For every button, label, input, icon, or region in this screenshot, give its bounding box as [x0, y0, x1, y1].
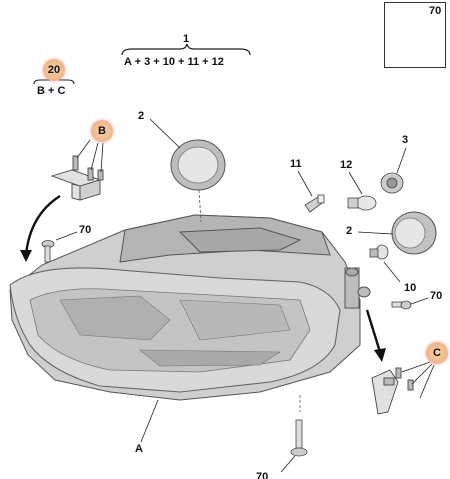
- badge-c-text: C: [433, 347, 441, 359]
- badge-b-text: B: [98, 125, 106, 137]
- bracket-b-drawing: [50, 155, 104, 201]
- kit-formula: B + C: [37, 85, 66, 97]
- label-part-a: A: [135, 443, 143, 455]
- badge-b: B: [91, 120, 113, 142]
- bulb-holder-11: [304, 194, 325, 213]
- label-part-2-upper: 2: [138, 110, 145, 122]
- label-part-2-lower: 2: [346, 225, 353, 237]
- label-inset-screw: 70: [429, 5, 442, 17]
- label-screw-right: 70: [430, 290, 443, 302]
- label-assembly-1: 1: [183, 33, 190, 45]
- screw-inset-box: 70: [384, 2, 446, 68]
- screw-right: [391, 300, 412, 310]
- badge-20: 20: [43, 59, 65, 81]
- label-screw-left: 70: [79, 224, 92, 236]
- screw-bottom: [290, 419, 308, 457]
- label-part-10: 10: [404, 282, 417, 294]
- label-part-3: 3: [402, 134, 409, 146]
- dust-cap-upper: [170, 139, 226, 191]
- bulb-3: [380, 172, 404, 194]
- label-screw-bottom: 70: [256, 471, 269, 479]
- label-part-11: 11: [290, 158, 302, 170]
- screw-left: [41, 240, 55, 263]
- bulb-12: [347, 195, 377, 211]
- badge-c: C: [426, 342, 448, 364]
- bracket-c-drawing: [371, 367, 414, 415]
- badge-20-text: 20: [47, 64, 61, 76]
- headlamp-housing: [9, 214, 371, 401]
- assembly-brace: [121, 43, 251, 56]
- dust-cap-lower: [391, 211, 437, 255]
- assembly-formula: A + 3 + 10 + 11 + 12: [124, 56, 224, 68]
- bulb-10: [369, 244, 389, 260]
- label-part-12: 12: [340, 159, 353, 171]
